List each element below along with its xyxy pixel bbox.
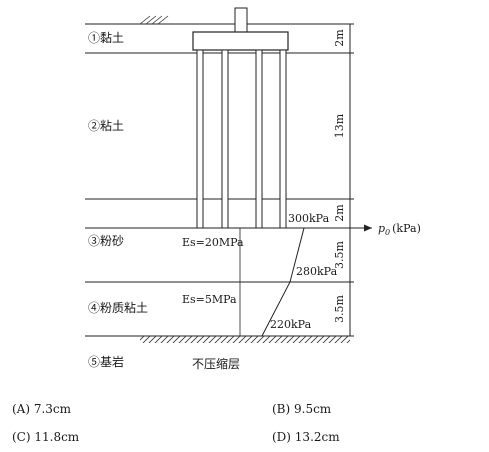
pile	[255, 49, 263, 229]
pressure-label-top: 300kPa	[288, 212, 330, 225]
pile	[221, 49, 229, 229]
pressure-label-bottom: 220kPa	[270, 318, 312, 331]
column	[234, 7, 248, 33]
layer-label-4: ④粉质粘土	[88, 300, 148, 315]
thickness-label-4: 3.5m	[333, 240, 346, 268]
thickness-label-3: 2m	[333, 204, 346, 222]
layer-label-2: ②粘土	[88, 118, 124, 133]
option-d: (D) 13.2cm	[272, 430, 340, 444]
pressure-label-mid: 280kPa	[296, 265, 338, 278]
layer-label-1: ①黏土	[88, 31, 124, 45]
dimension-ticks	[346, 23, 354, 337]
modulus-label-3: Es=20MPa	[182, 236, 244, 249]
option-b: (B) 9.5cm	[272, 402, 332, 416]
ground-hatch-mark	[139, 15, 169, 25]
modulus-label-4: Es=5MPa	[182, 293, 237, 306]
option-a: (A) 7.3cm	[12, 402, 72, 416]
pile-foundation-diagram: 2m 13m 2m 3.5m 3.5m ①黏土 ②粘土 ③粉砂 ④粉质粘土 ⑤基…	[85, 7, 421, 371]
pressure-curve	[261, 227, 305, 337]
option-c: (C) 11.8cm	[12, 430, 80, 444]
bedrock-note: 不压缩层	[192, 356, 240, 371]
bedrock-hatch	[140, 336, 350, 343]
pile	[196, 49, 204, 229]
thickness-label-1: 2m	[333, 29, 346, 47]
layer-label-3: ③粉砂	[88, 234, 124, 248]
pressure-axis-arrow	[364, 224, 372, 232]
pile	[279, 49, 287, 229]
pressure-axis-label: p0(kPa)	[378, 222, 421, 237]
piles	[196, 49, 287, 229]
pile-cap	[192, 31, 289, 51]
layer-label-5: ⑤基岩	[88, 354, 124, 369]
thickness-label-5: 3.5m	[333, 294, 346, 322]
thickness-label-2: 13m	[333, 113, 346, 138]
